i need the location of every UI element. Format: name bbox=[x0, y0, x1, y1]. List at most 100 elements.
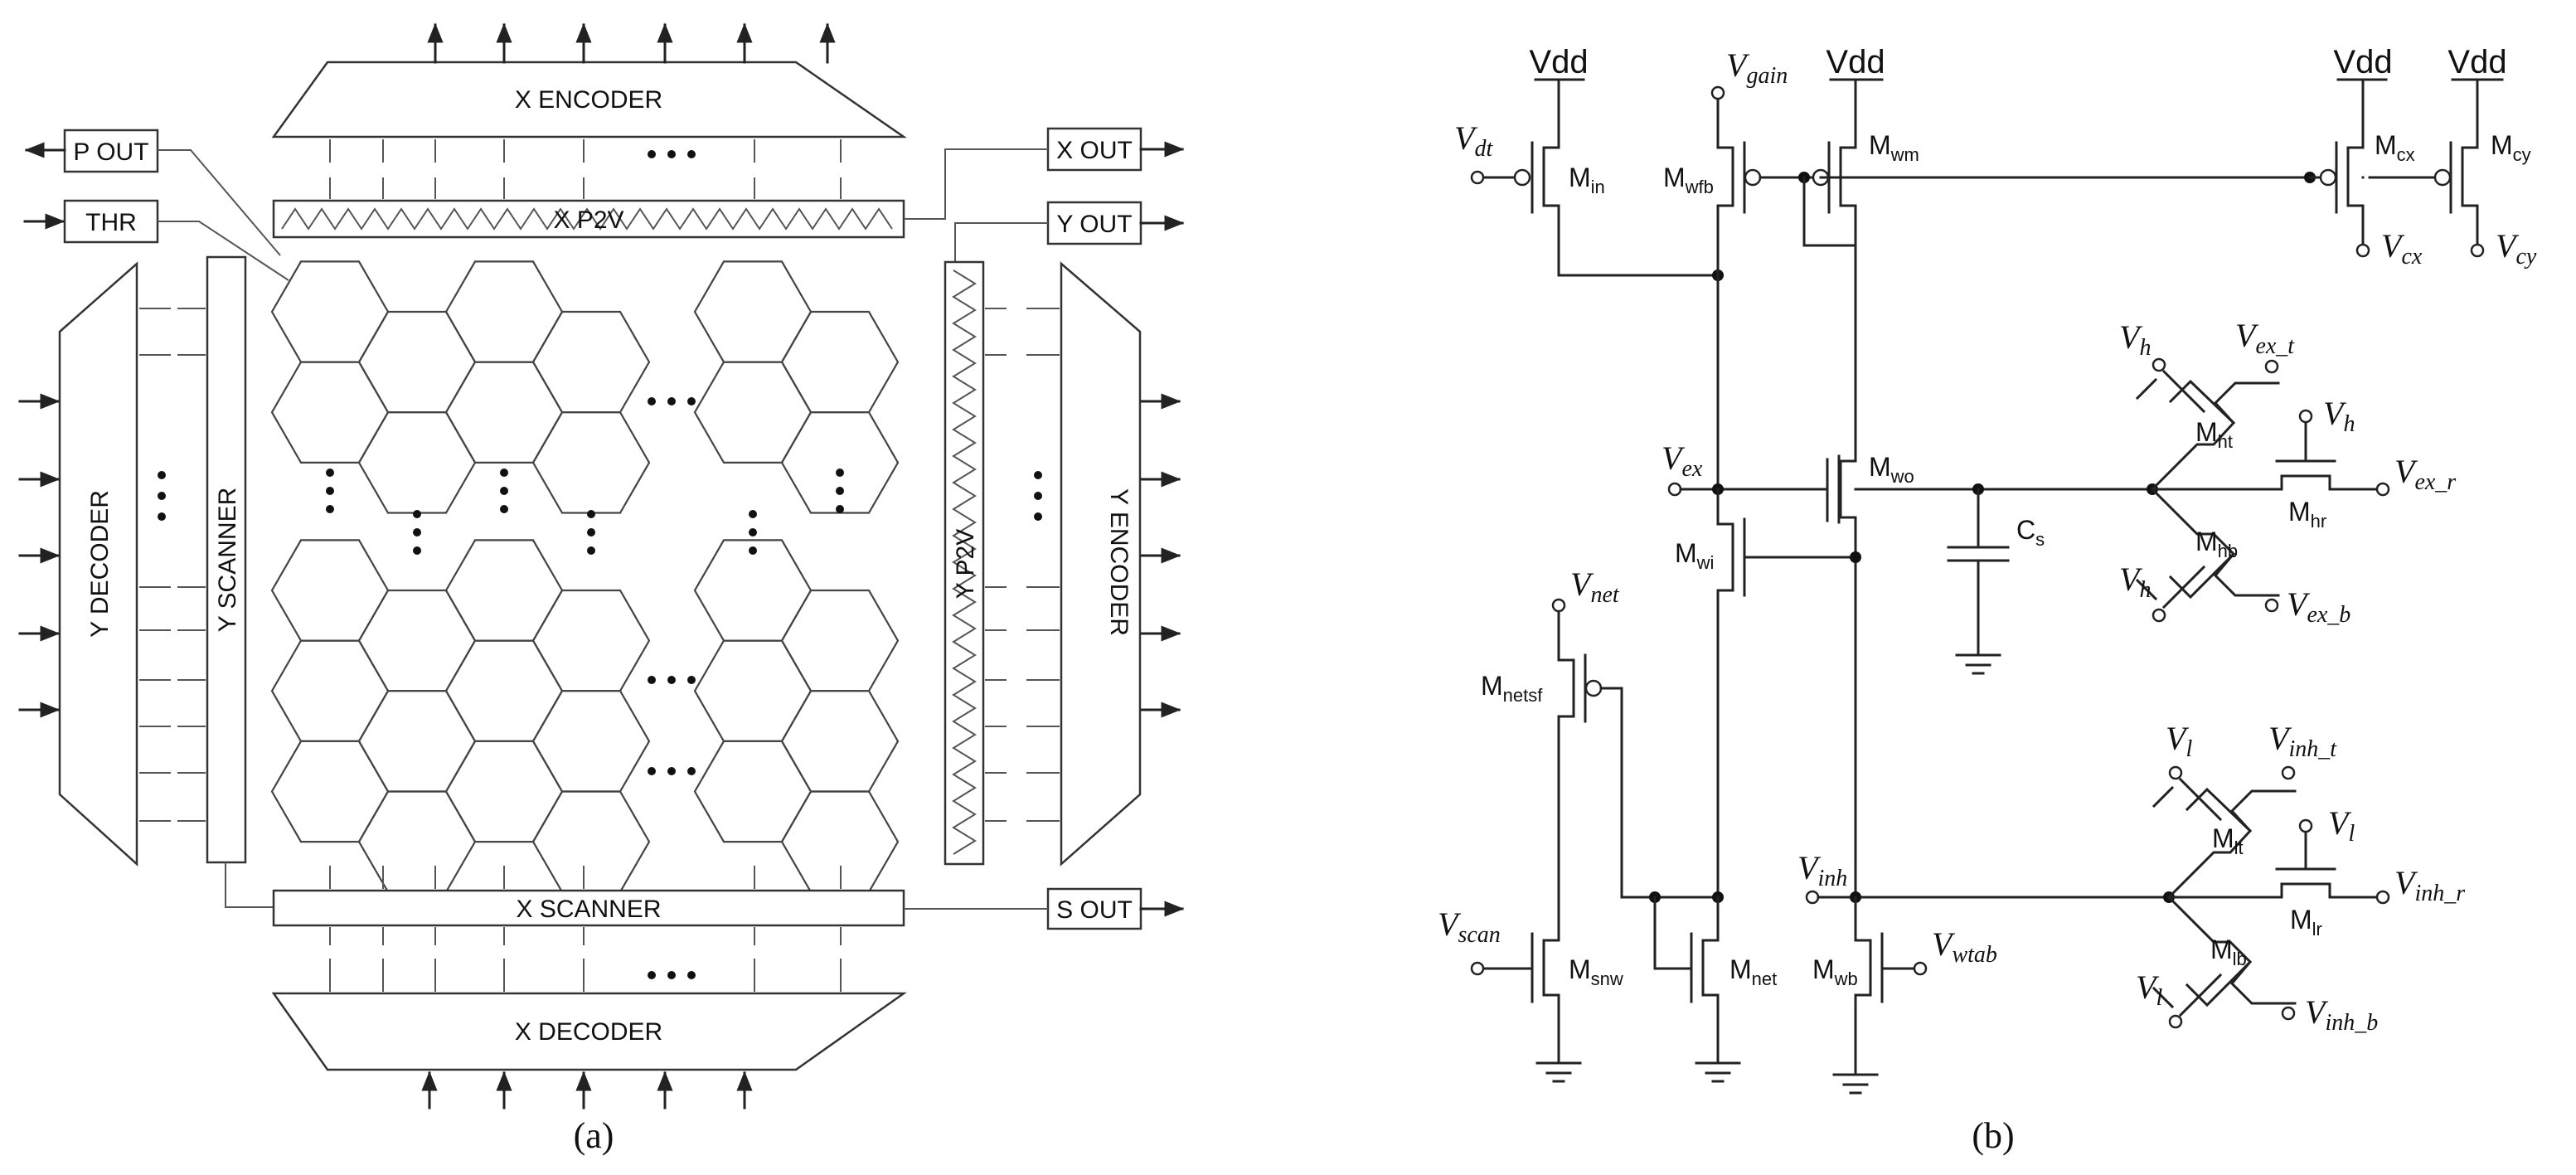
y-p2v-ticks bbox=[985, 308, 1060, 822]
y-scanner-label: Y SCANNER bbox=[214, 488, 241, 633]
transistor-m-wo: Mwo bbox=[1826, 452, 1914, 524]
x-encoder-input-ticks bbox=[329, 139, 842, 199]
transistor-m-wi: Mwi bbox=[1675, 488, 1861, 899]
pixel-hex-array bbox=[270, 260, 900, 893]
y-decoder-ellipsis bbox=[158, 471, 166, 521]
v-scan-terminal: Vscan bbox=[1438, 906, 1501, 976]
x-out-label: X OUT bbox=[1056, 137, 1133, 164]
y-p2v-label: Y P2V bbox=[952, 529, 979, 600]
pixel-cell bbox=[357, 589, 477, 692]
v-h-bottom: Vh bbox=[2119, 561, 2166, 623]
transistor-m-lr: Mlr bbox=[2167, 831, 2378, 940]
transistor-m-netsf: Mnetsf bbox=[1481, 609, 1623, 899]
vdd-mcx: Vdd bbox=[2333, 44, 2393, 81]
v-ex-r: Vex_r bbox=[2375, 453, 2456, 497]
x-encoder-label: X ENCODER bbox=[515, 86, 662, 114]
svg-text:Mcx: Mcx bbox=[2375, 130, 2415, 165]
svg-text:Vdt: Vdt bbox=[1454, 119, 1493, 162]
v-ex-t: Vex_t bbox=[2235, 317, 2295, 374]
svg-text:Vl: Vl bbox=[2328, 804, 2355, 847]
transistor-m-lt: Mlt bbox=[2152, 777, 2297, 900]
transistor-m-cy: Mcy bbox=[2308, 78, 2531, 245]
thr-port: THR bbox=[23, 199, 289, 281]
x-scanner-ticks bbox=[329, 866, 842, 992]
svg-text:Mhr: Mhr bbox=[2288, 497, 2326, 532]
x-encoder-block: X ENCODER bbox=[271, 61, 908, 138]
v-net-terminal: Vnet bbox=[1551, 566, 1620, 613]
v-dt-terminal: Vdt bbox=[1454, 119, 1493, 185]
caption-a: (a) bbox=[574, 1115, 614, 1156]
svg-text:Mhb: Mhb bbox=[2195, 527, 2238, 561]
svg-text:Mwo: Mwo bbox=[1869, 452, 1914, 487]
p-out-label: P OUT bbox=[73, 138, 148, 166]
x-out-port: X OUT bbox=[904, 127, 1185, 220]
x-decoder-input-arrows bbox=[421, 1071, 753, 1109]
pixel-cell bbox=[444, 639, 564, 743]
hex-grid-ellipsis bbox=[326, 397, 844, 775]
y-scanner-block: Y SCANNER bbox=[206, 255, 274, 908]
transistor-m-ht: Mht bbox=[2135, 369, 2280, 492]
pixel-cell bbox=[270, 361, 390, 464]
svg-text:Vwtab: Vwtab bbox=[1932, 925, 1997, 968]
transistor-m-in: Min bbox=[1482, 78, 1605, 277]
svg-text:Mlt: Mlt bbox=[2212, 823, 2244, 858]
pixel-cell bbox=[270, 639, 390, 743]
svg-text:Vex_t: Vex_t bbox=[2235, 317, 2295, 359]
svg-text:Vex_r: Vex_r bbox=[2394, 453, 2456, 495]
v-l-right: Vl bbox=[2298, 804, 2355, 847]
transistor-m-wb: Mwb bbox=[1812, 896, 1915, 1095]
svg-text:Mnet: Mnet bbox=[1729, 954, 1777, 989]
s-out-port: S OUT bbox=[904, 887, 1185, 930]
svg-text:Vdd: Vdd bbox=[2333, 44, 2392, 80]
svg-text:Vinh: Vinh bbox=[1797, 849, 1847, 891]
v-inh-t: Vinh_t bbox=[2268, 720, 2337, 780]
v-inh-node: Vinh bbox=[1797, 849, 2171, 905]
v-cy-terminal: Vcy bbox=[2470, 227, 2537, 269]
svg-text:Mnetsf: Mnetsf bbox=[1481, 671, 1543, 706]
v-ex-node: Vex bbox=[1662, 439, 1829, 497]
svg-text:Vinh_r: Vinh_r bbox=[2394, 864, 2465, 906]
pixel-cell bbox=[357, 690, 477, 793]
v-h-right: Vh bbox=[2298, 395, 2355, 437]
s-out-label: S OUT bbox=[1056, 896, 1133, 924]
y-scanner-ticks bbox=[177, 308, 206, 822]
svg-text:Vex: Vex bbox=[1662, 439, 1703, 482]
x-decoder-ellipsis bbox=[648, 971, 696, 979]
pixel-cell bbox=[531, 310, 651, 414]
pixel-cell bbox=[693, 361, 813, 464]
pixel-cell bbox=[780, 411, 900, 514]
x-decoder-block: X DECODER bbox=[271, 971, 907, 1071]
svg-text:Mcy: Mcy bbox=[2491, 130, 2531, 165]
svg-text:Vex_b: Vex_b bbox=[2287, 585, 2350, 628]
pixel-cell bbox=[270, 260, 390, 363]
p-out-port: P OUT bbox=[24, 129, 281, 256]
pixel-cell bbox=[780, 310, 900, 414]
svg-text:Vl: Vl bbox=[2166, 720, 2192, 762]
v-cx-terminal: Vcx bbox=[2355, 227, 2423, 269]
svg-text:Vcx: Vcx bbox=[2381, 227, 2423, 269]
svg-text:Vh: Vh bbox=[2119, 318, 2151, 361]
v-h-top: Vh bbox=[2119, 318, 2166, 372]
svg-text:Vh: Vh bbox=[2119, 561, 2151, 603]
x-p2v-block: X P2V bbox=[272, 199, 905, 239]
caption-b: (b) bbox=[1972, 1115, 2014, 1156]
y-encoder-output-arrows bbox=[1140, 393, 1181, 718]
svg-text:Vcy: Vcy bbox=[2496, 227, 2537, 269]
pixel-cell bbox=[357, 411, 477, 514]
vdd-mcy: Vdd bbox=[2447, 44, 2507, 81]
y-decoder-label: Y DECODER bbox=[86, 490, 114, 638]
v-gain-terminal: Vgain bbox=[1710, 46, 1788, 100]
svg-text:Vh: Vh bbox=[2323, 395, 2355, 437]
pixel-cell bbox=[693, 639, 813, 743]
x-scanner-label: X SCANNER bbox=[516, 896, 661, 923]
pixel-cell bbox=[531, 690, 651, 793]
pixel-cell bbox=[444, 260, 564, 363]
pixel-cell bbox=[531, 411, 651, 514]
pixel-cell bbox=[444, 361, 564, 464]
svg-text:Min: Min bbox=[1569, 163, 1605, 197]
pixel-cell bbox=[780, 589, 900, 692]
y-decoder-output-ticks bbox=[139, 308, 171, 822]
svg-text:Vinh_b: Vinh_b bbox=[2305, 993, 2378, 1036]
svg-text:Vinh_t: Vinh_t bbox=[2268, 720, 2337, 762]
